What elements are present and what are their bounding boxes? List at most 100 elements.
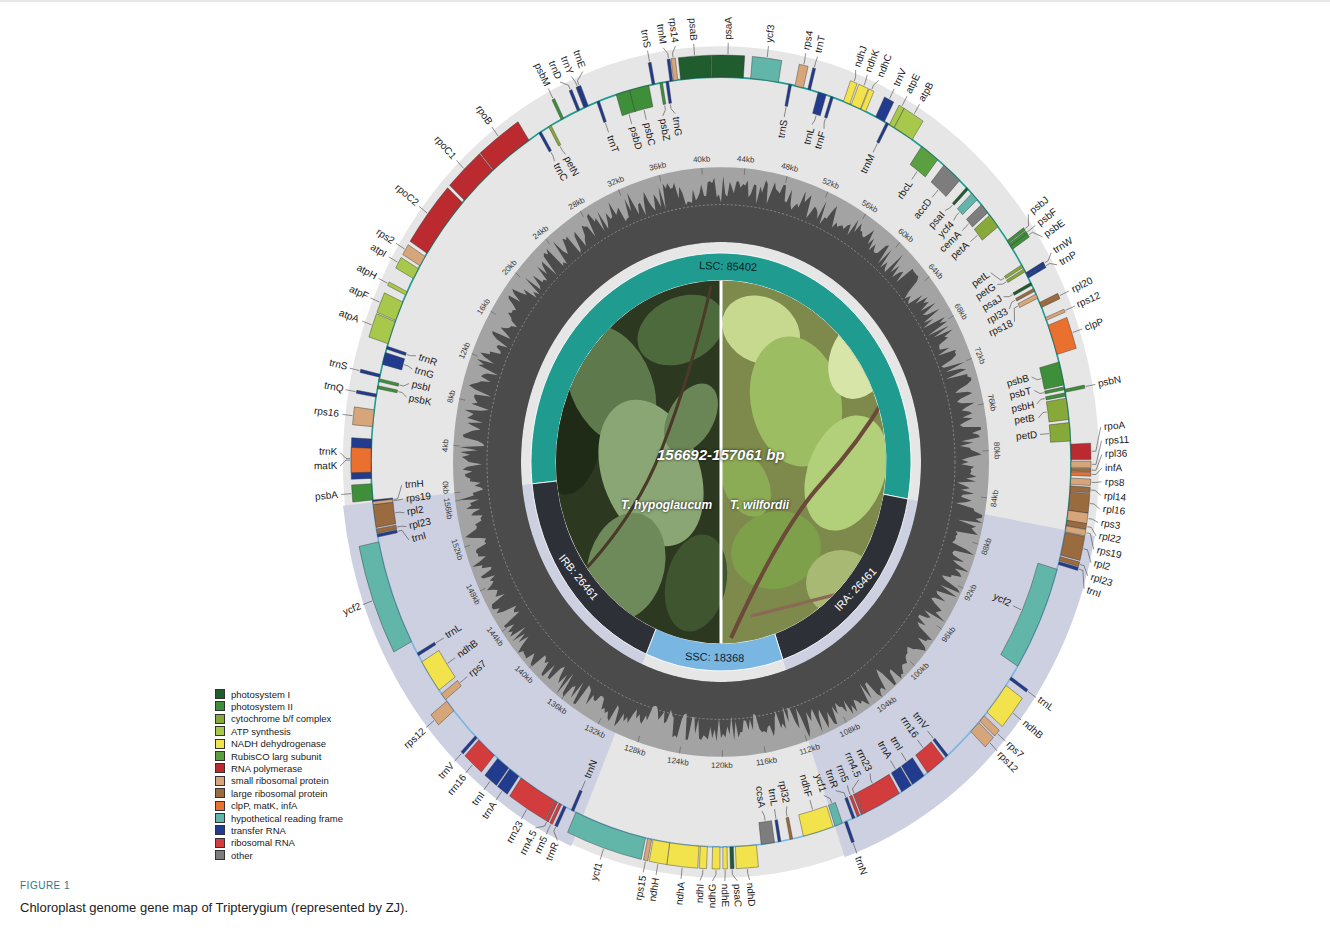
legend-swatch: [215, 850, 225, 860]
leader-line: [914, 104, 919, 113]
tick-label: 0kb: [441, 481, 451, 495]
leader-line: [448, 658, 455, 664]
gene-box: [549, 125, 561, 146]
tick-mark: [546, 239, 550, 244]
leader-line: [728, 43, 729, 54]
leader-line: [890, 89, 895, 99]
gc-ring: [453, 167, 989, 757]
leader-line: [700, 870, 703, 881]
region-label: SSC: 18368: [685, 650, 745, 665]
gene-box: [422, 650, 455, 690]
tick-mark: [659, 175, 660, 181]
gene-box: [876, 97, 894, 122]
leader-line: [1032, 377, 1042, 380]
leader-line: [466, 765, 473, 773]
gene-label: trnK: [319, 446, 338, 458]
species-label: T. hypoglaucum: [621, 499, 712, 513]
gene-box: [808, 68, 816, 90]
tick-mark: [879, 692, 883, 697]
leader-line: [436, 638, 444, 643]
gene-label: trnQ: [323, 380, 344, 395]
leader-line: [762, 811, 765, 821]
leader-line: [1014, 306, 1018, 322]
gene-box: [1027, 265, 1046, 278]
gene-box: [678, 55, 711, 79]
tick-mark: [562, 694, 566, 699]
gene-label: ndhA: [673, 881, 687, 905]
leader-line: [1092, 468, 1102, 475]
gene-box: [910, 146, 938, 176]
leader-line: [1079, 569, 1084, 589]
gene-box: [648, 62, 655, 84]
legend-swatch: [215, 739, 225, 749]
gene-label: rpl36: [1105, 448, 1127, 460]
legend-swatch: [215, 825, 225, 835]
top-rule: [0, 1, 1330, 2]
leader-line: [1073, 329, 1082, 332]
gene-box: [845, 797, 855, 818]
gene-label: atpH: [355, 262, 379, 282]
gene-box: [699, 846, 707, 868]
leader-line: [496, 791, 502, 800]
gene-label: rps8: [1104, 476, 1124, 488]
leader-line: [917, 740, 923, 748]
leader-line: [991, 273, 1004, 280]
gene-box: [578, 85, 588, 107]
gene-label: clpP: [1083, 316, 1105, 334]
leader-line: [395, 512, 404, 514]
gene-label: ndhH: [646, 877, 661, 902]
gene-box: [730, 847, 734, 869]
gene-box: [751, 56, 782, 82]
leader-line: [997, 282, 1006, 285]
gene-label: infA: [1105, 462, 1122, 474]
legend-row: large ribosomal protein: [215, 787, 328, 799]
gene-box: [894, 108, 923, 139]
gene-box: [1045, 309, 1065, 320]
tick-mark: [502, 628, 507, 632]
leader-line: [397, 526, 406, 528]
gene-box: [786, 817, 793, 839]
legend-row: photosystem II: [215, 700, 293, 712]
gene-label: trnA: [480, 799, 500, 821]
legend-row: NADH dehydrogenase: [215, 738, 326, 750]
gene-box: [571, 790, 582, 811]
leader-line: [548, 88, 553, 98]
tick-label: 120kb: [711, 761, 733, 770]
gene-box: [360, 369, 380, 377]
gene-box: [379, 379, 399, 387]
gene-box: [1071, 472, 1091, 476]
gene-box: [861, 89, 874, 111]
gene-label: ndhB: [1020, 717, 1045, 741]
leader-line: [1027, 225, 1035, 231]
tick-mark: [472, 354, 478, 356]
legend-swatch: [215, 838, 225, 848]
gene-box: [649, 840, 669, 865]
gene-box: [386, 346, 406, 355]
gene-box: [671, 58, 678, 80]
tick-label: 40kb: [692, 154, 710, 164]
tick-mark: [454, 492, 460, 494]
leader-line: [954, 212, 960, 220]
gene-box: [856, 774, 899, 813]
tick-mark: [764, 746, 766, 753]
leader-line: [804, 53, 806, 64]
tick-mark: [455, 500, 461, 502]
gene-box: [1049, 423, 1070, 443]
legend-text: other: [231, 850, 253, 861]
gene-box: [795, 64, 808, 88]
legend-swatch: [215, 701, 225, 711]
gene-box: [1018, 294, 1038, 308]
leader-line: [932, 190, 938, 197]
gene-label: rpl22: [1098, 531, 1122, 547]
gene-label: rpl14: [1103, 490, 1126, 503]
gene-box: [775, 820, 781, 842]
leader-line: [600, 849, 603, 859]
leader-line: [693, 44, 695, 55]
gene-label: ycf1: [589, 861, 605, 882]
legend-text: NADH dehydrogenase: [231, 738, 326, 749]
gene-label: trnI: [469, 789, 487, 807]
leader-line: [1046, 263, 1057, 265]
gene-box: [723, 847, 728, 869]
gene-label: trnT: [813, 35, 828, 55]
